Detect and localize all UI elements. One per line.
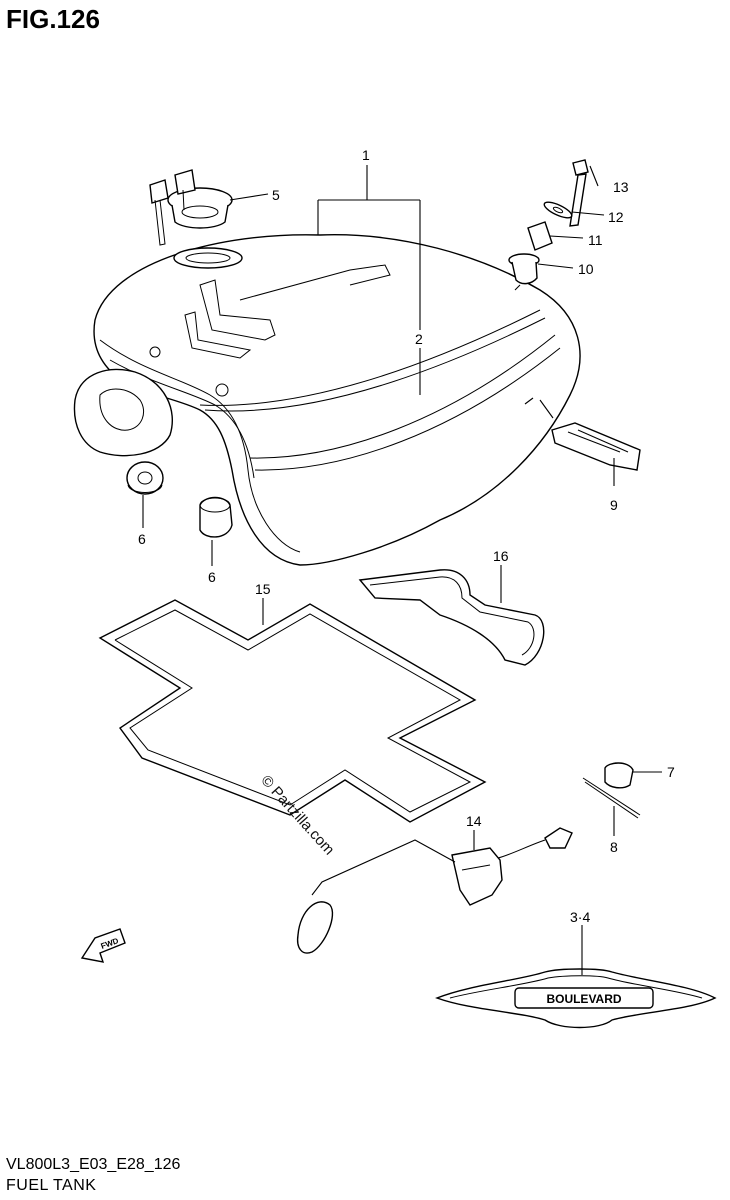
- callout-1: 1: [362, 147, 370, 163]
- bolt-part[interactable]: [569, 159, 589, 227]
- callout-5: 5: [272, 187, 280, 203]
- emblem-part[interactable]: BOULEVARD: [435, 968, 717, 1029]
- callout-16: 16: [493, 548, 509, 564]
- cushion-part[interactable]: [508, 253, 540, 285]
- callout-8: 8: [610, 839, 618, 855]
- figure-code: VL800L3_E03_E28_126: [6, 1156, 181, 1173]
- callout-14: 14: [466, 813, 482, 829]
- tank-cushion-part[interactable]: [551, 422, 641, 471]
- callout-15: 15: [255, 581, 271, 597]
- callout-7: 7: [667, 764, 675, 780]
- grommet-part-a[interactable]: [126, 461, 164, 495]
- callout-3-4: 3·4: [570, 909, 590, 925]
- callout-labels: 1 2 3·4 5 6 6 7 8 9 10 11 12 13 14 15 16: [138, 147, 675, 925]
- clamp-part[interactable]: [604, 762, 634, 789]
- callout-11: 11: [588, 232, 603, 248]
- callout-6b: 6: [208, 569, 216, 585]
- collar-part[interactable]: [527, 221, 553, 251]
- figure-title: FIG.126: [6, 4, 100, 34]
- tank-seal-part[interactable]: [358, 569, 545, 666]
- fuel-level-gauge-part[interactable]: [296, 827, 573, 954]
- leader-lines: [142, 165, 662, 975]
- callout-6a: 6: [138, 531, 146, 547]
- emblem-text: BOULEVARD: [546, 992, 621, 1006]
- cable-tie-part[interactable]: [582, 777, 641, 819]
- callout-9: 9: [610, 497, 618, 513]
- cushion-sheet-part[interactable]: [98, 599, 487, 823]
- forward-direction-mark: FWD: [80, 928, 126, 963]
- figure-name: FUEL TANK: [6, 1177, 97, 1194]
- callout-12: 12: [608, 209, 624, 225]
- callout-2: 2: [415, 331, 423, 347]
- grommet-part-b[interactable]: [199, 496, 233, 538]
- callout-13: 13: [613, 179, 629, 195]
- fuel-cap-part[interactable]: [149, 169, 233, 246]
- callout-10: 10: [578, 261, 594, 277]
- fuel-tank-part[interactable]: [73, 234, 581, 566]
- washer-part[interactable]: [542, 199, 573, 221]
